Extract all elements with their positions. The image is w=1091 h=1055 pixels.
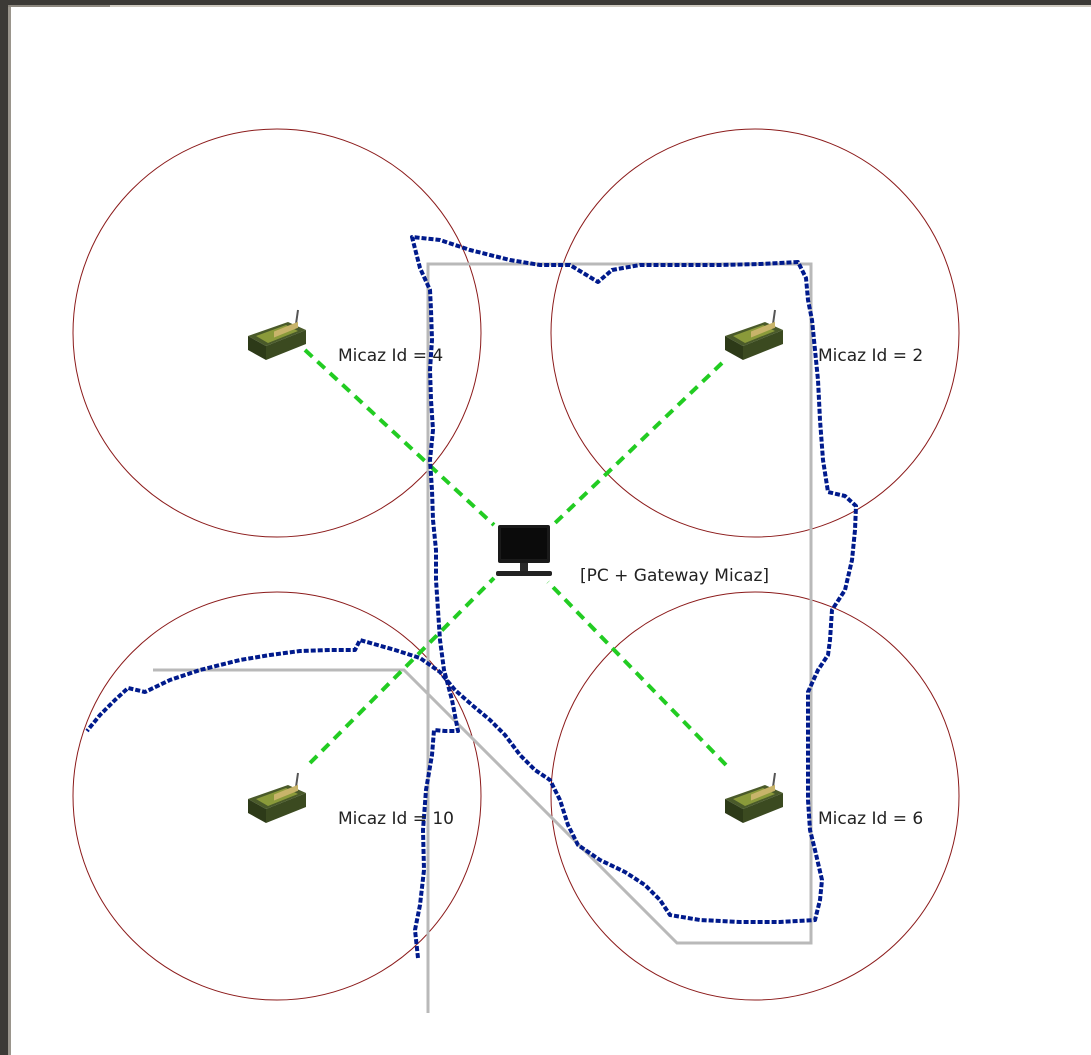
micaz-mote-icon — [248, 772, 306, 823]
pc-monitor-icon — [496, 525, 552, 576]
label-node-2: Micaz Id = 2 — [818, 346, 924, 366]
window-frame-tab — [8, 5, 110, 7]
label-node-4: Micaz Id = 4 — [338, 346, 444, 366]
link-node-4 — [303, 348, 496, 527]
label-node-6: Micaz Id = 6 — [818, 809, 924, 829]
label-node-10: Micaz Id = 10 — [338, 809, 454, 829]
link-node-2 — [551, 361, 724, 527]
range-circle-node-10 — [72, 591, 482, 1001]
gateway-label: [PC + Gateway Micaz] — [580, 566, 770, 586]
window-frame-left — [0, 0, 8, 1055]
link-node-6 — [546, 580, 728, 767]
range-circle-node-4 — [72, 128, 482, 538]
reference-path-loop — [153, 262, 813, 1013]
range-circle-node-6 — [550, 591, 960, 1001]
link-node-10 — [308, 576, 496, 765]
window-frame-top-inner — [8, 5, 1091, 7]
window-frame-left-inner — [8, 5, 11, 1055]
range-circle-node-2 — [550, 128, 960, 538]
micaz-mote-icon — [725, 772, 783, 823]
micaz-mote-icon — [248, 309, 306, 360]
tracked-path-upper — [85, 235, 858, 959]
micaz-mote-icon — [725, 309, 783, 360]
window-frame-top — [0, 0, 1091, 5]
